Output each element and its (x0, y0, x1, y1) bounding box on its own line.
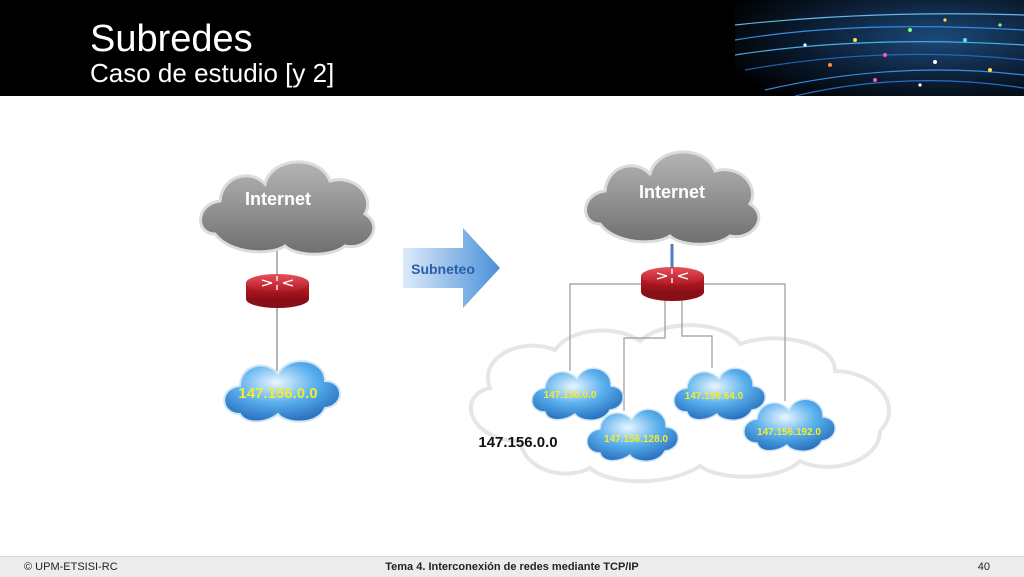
slide-header: Subredes Caso de estudio [y 2] (0, 0, 1024, 96)
left-router-icon (246, 274, 309, 308)
right-internet-label: Internet (639, 182, 705, 202)
subnet-label-4: 147.156.192.0 (757, 427, 821, 438)
subnet-cloud-3: 147.156.128.0 (586, 408, 679, 462)
left-network-label: 147.156.0.0 (238, 385, 317, 402)
slide-footer: © UPM-ETSISI-RC Tema 4. Interconexión de… (0, 556, 1024, 577)
footer-topic: Tema 4. Interconexión de redes mediante … (385, 561, 639, 573)
subnet-links (569, 283, 786, 411)
left-network-cloud: 147.156.0.0 (223, 360, 341, 423)
subnet-label-1: 147.156.0.0 (544, 390, 597, 401)
network-diagram: Internet 147.156.0.0 Subneteo 147.156.0.… (199, 150, 892, 484)
subnet-label-3: 147.156.128.0 (604, 434, 668, 445)
left-internet-cloud: Internet (199, 160, 376, 256)
right-internet-cloud: Internet (584, 150, 761, 246)
footer-page-number: 40 (977, 561, 990, 573)
arrow-label: Subneteo (411, 261, 475, 277)
right-big-network-label: 147.156.0.0 (478, 434, 557, 451)
footer-copyright: © UPM-ETSISI-RC (24, 561, 118, 573)
subneteo-arrow: Subneteo (403, 228, 500, 308)
left-internet-label: Internet (245, 189, 311, 209)
slide-title: Subredes (90, 18, 253, 60)
slide-subtitle: Caso de estudio [y 2] (90, 58, 335, 88)
subnet-cloud-1: 147.156.0.0 (531, 367, 624, 421)
fiber-optic-image (735, 0, 1024, 96)
right-router-icon (641, 267, 704, 301)
subnet-cloud-4: 147.156.192.0 (743, 398, 836, 452)
subnet-cloud-2: 147.156.64.0 (673, 367, 766, 421)
subnet-label-2: 147.156.64.0 (685, 391, 744, 402)
